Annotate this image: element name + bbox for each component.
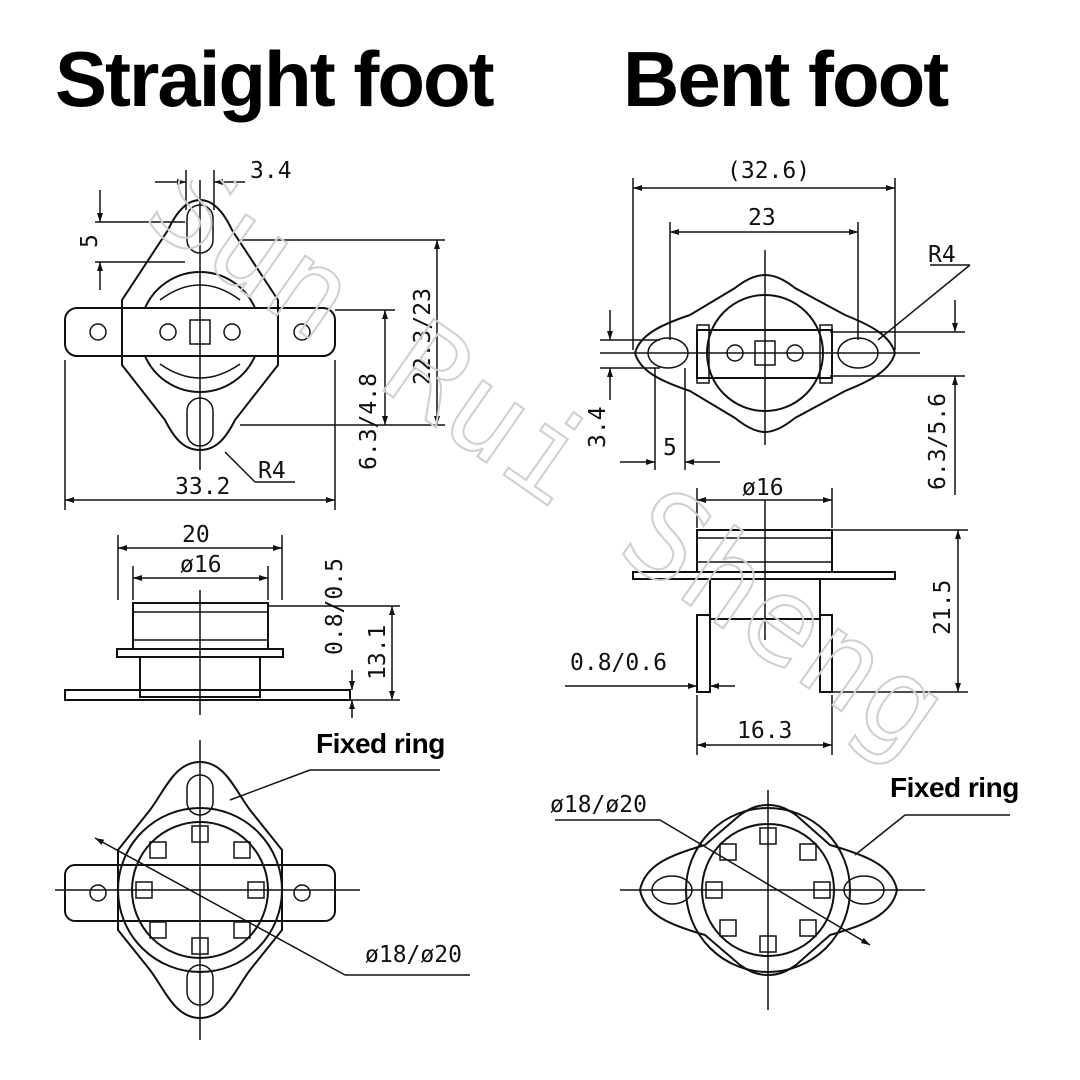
label-fixed-ring-straight: Fixed ring (316, 728, 445, 759)
dim-bent-foot-spacing: 16.3 (737, 718, 792, 744)
straight-bottom-view (55, 740, 470, 1040)
title-bent-foot: Bent foot (623, 35, 949, 123)
bent-bottom-view (555, 790, 1010, 1010)
bent-top-view (600, 178, 971, 495)
straight-side-view (64, 535, 400, 718)
straight-top-view (64, 170, 445, 510)
dim-bent-hole-height: 3.4 (585, 406, 611, 448)
dim-bent-hole-spacing: 23 (748, 205, 776, 231)
dim-bent-radius: R4 (928, 242, 956, 268)
label-fixed-ring-bent: Fixed ring (890, 772, 1019, 803)
dim-straight-overall-length: 33.2 (175, 474, 230, 500)
svg-text:Sun Rui Sheng: Sun Rui Sheng (123, 180, 972, 782)
title-straight-foot: Straight foot (55, 35, 495, 123)
dim-straight-ring-diameter: ø18/ø20 (365, 942, 462, 968)
dim-straight-side-height: 13.1 (365, 625, 391, 680)
dim-straight-radius: R4 (258, 458, 286, 484)
dim-bent-hole-offset: 5 (663, 435, 677, 461)
dim-straight-hole-width: 3.4 (250, 158, 292, 184)
dim-bent-overall-length: (32.6) (727, 158, 810, 184)
dim-straight-body-width: 20 (182, 522, 210, 548)
dim-bent-mid-offset: 6.3/5.6 (925, 393, 951, 490)
dim-bent-ring-diameter: ø18/ø20 (550, 792, 647, 818)
dim-bent-side-height: 21.5 (930, 580, 956, 635)
dim-bent-plate-thickness: 0.8/0.6 (570, 650, 667, 676)
dim-bent-cap-diameter: ø16 (742, 475, 784, 501)
dim-straight-overall-height: 22.3/23 (410, 288, 436, 385)
dim-straight-hole-offset: 5 (77, 234, 103, 248)
bent-side-view (565, 488, 968, 755)
dim-straight-cap-diameter: ø16 (180, 552, 222, 578)
dim-straight-plate-thickness: 0.8/0.5 (322, 558, 348, 655)
dim-straight-mid-offset: 6.3/4.8 (356, 373, 382, 470)
watermark: Sun Rui Sheng (122, 180, 973, 783)
